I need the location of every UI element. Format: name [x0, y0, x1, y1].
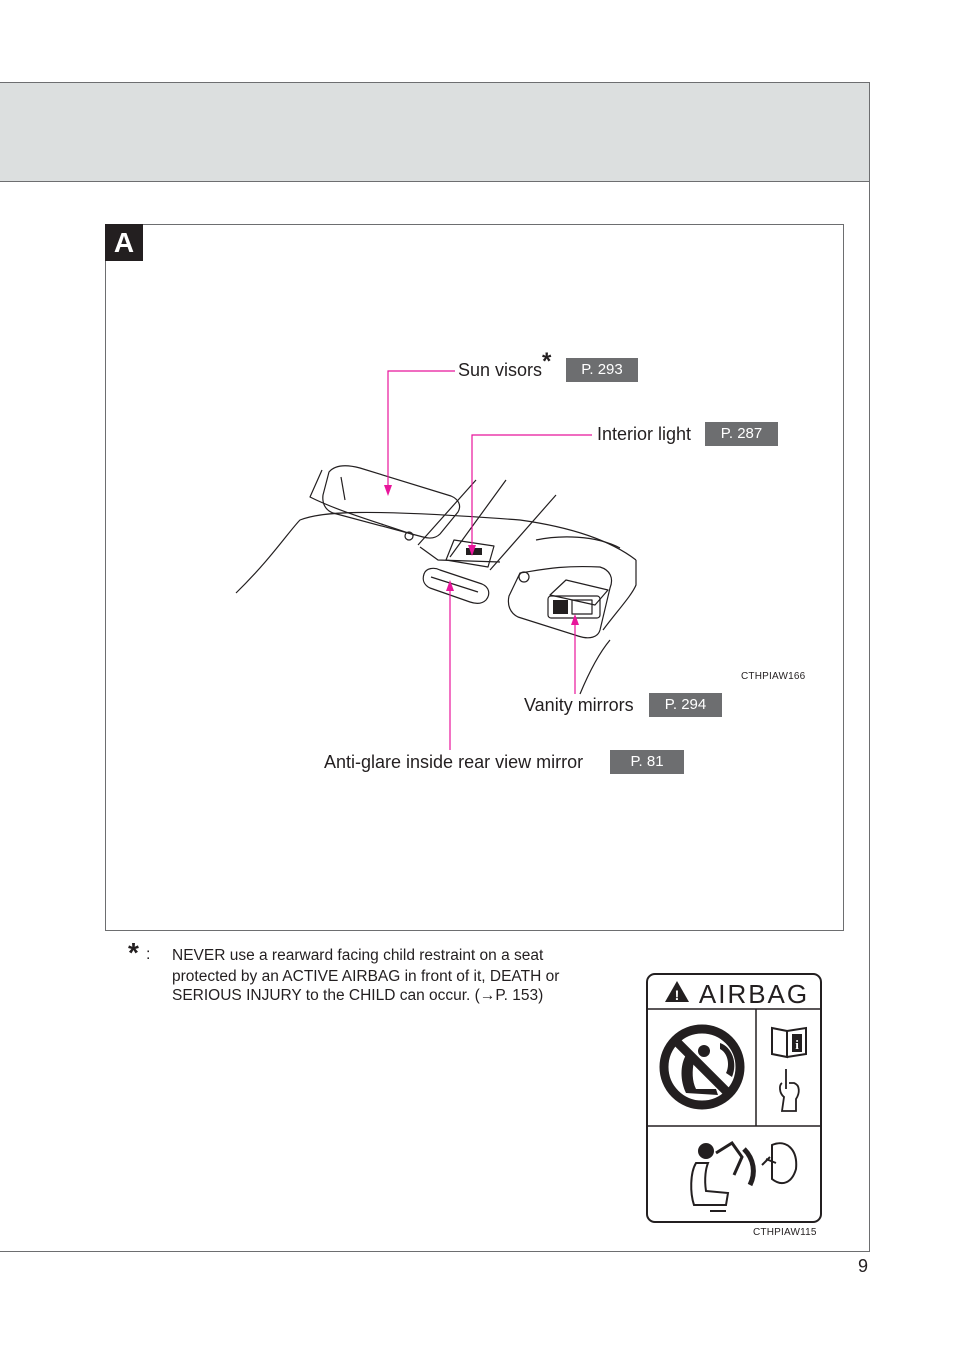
- anti-glare-mirror-label: Anti-glare inside rear view mirror: [324, 752, 584, 772]
- vanity-mirrors-page-badge[interactable]: P. 294: [649, 693, 722, 717]
- interior-light-label: Interior light: [597, 424, 692, 444]
- vanity-mirrors-label: Vanity mirrors: [524, 695, 634, 715]
- figure-frame: [105, 224, 844, 931]
- roof-outline: [235, 511, 637, 594]
- footnote-asterisk: *: [128, 937, 139, 968]
- no-rear-facing-seat-icon: [659, 1024, 745, 1110]
- interior-light-callout-line: [471, 434, 592, 550]
- header-band: [0, 82, 869, 182]
- occupant-airbag-illustration: [690, 1140, 798, 1212]
- manual-info-icon: [771, 1026, 807, 1059]
- pointing-hand-icon: [779, 1069, 800, 1112]
- footnote-separator: :: [146, 946, 151, 963]
- pillar-line: [579, 639, 611, 695]
- vanity-mirror-cover: [549, 579, 609, 606]
- info-glyph: i: [795, 1037, 799, 1052]
- rear-view-mirror: [422, 567, 490, 604]
- interior-light-page-badge[interactable]: P. 287: [705, 422, 778, 446]
- airbag-warning-label: ! AIRBAG i: [646, 973, 822, 1223]
- footnote-line-3: SERIOUS INJURY to the CHILD can occur. (…: [172, 987, 544, 1004]
- right-sun-visor: [507, 565, 613, 639]
- anti-glare-page-badge[interactable]: P. 81: [610, 750, 684, 774]
- section-badge: A: [105, 224, 143, 261]
- warning-triangle-icon: [665, 981, 689, 1002]
- page-number: 9: [858, 1256, 869, 1276]
- footnote-line-1: NEVER use a rearward facing child restra…: [172, 947, 544, 964]
- sun-visors-label: Sun visors*: [458, 348, 552, 381]
- roof-right-edge: [602, 560, 637, 631]
- roof-rails: [417, 479, 557, 571]
- footnote-line-2: protected by an ACTIVE AIRBAG in front o…: [172, 968, 560, 985]
- warning-exclamation: !: [675, 987, 680, 1003]
- sun-visors-page-badge[interactable]: P. 293: [566, 358, 638, 382]
- visor-clip: [404, 531, 414, 541]
- sun-visor-callout-line: [387, 370, 455, 490]
- footnote-text: NEVER use a rearward facing child restra…: [172, 946, 632, 1005]
- figure-code-label: CTHPIAW115: [753, 1227, 817, 1238]
- interior-light-lens: [466, 548, 482, 555]
- bottom-rule: [0, 1251, 870, 1252]
- interior-light-housing: [445, 539, 495, 568]
- sun-visors-asterisk: *: [542, 348, 552, 375]
- left-sun-visor: [322, 465, 461, 539]
- figure-code-main: CTHPIAW166: [741, 671, 806, 682]
- airbag-title: AIRBAG: [699, 979, 809, 1009]
- right-margin-rule: [869, 82, 870, 1252]
